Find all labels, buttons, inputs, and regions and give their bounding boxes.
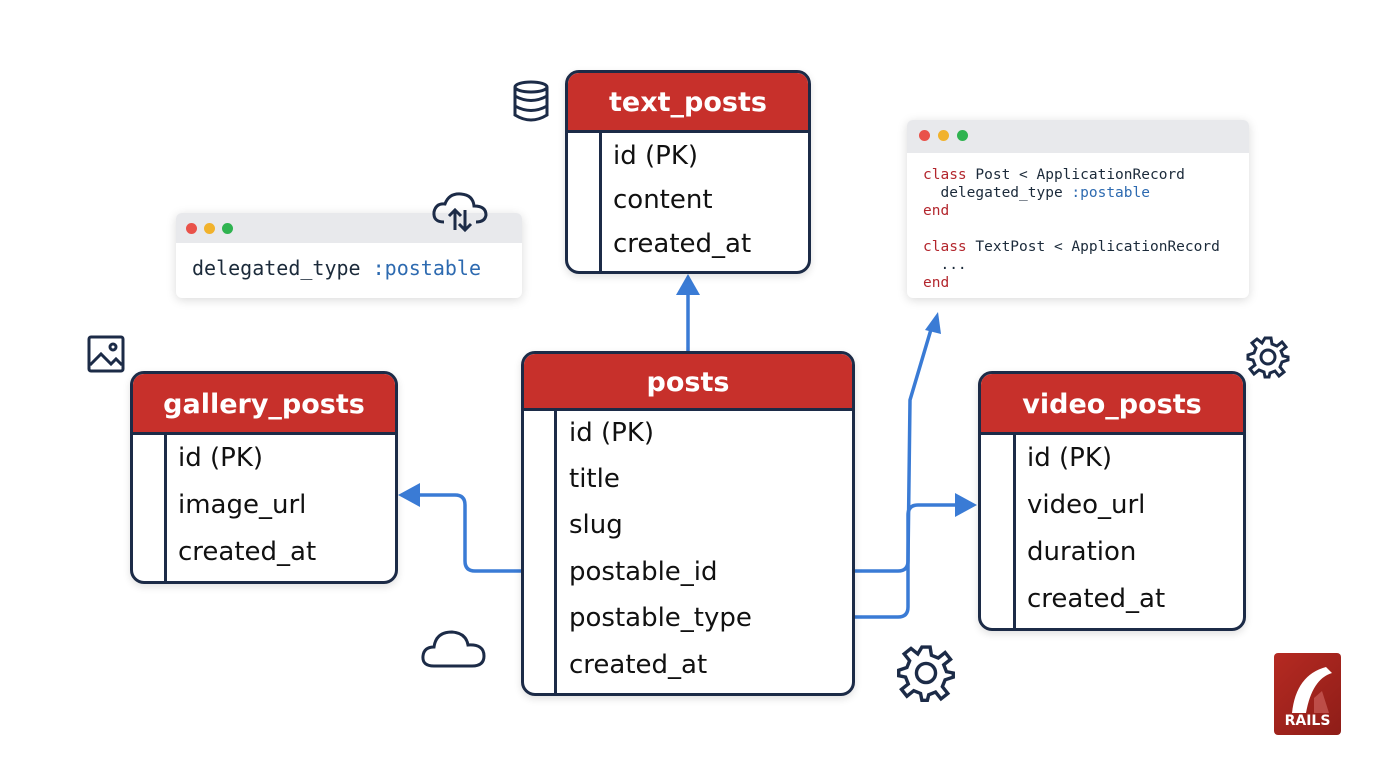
table-title: gallery_posts [133,374,395,435]
column-content: content [613,185,713,215]
arrowhead-gallery-posts [398,483,420,507]
code-block: class Post < ApplicationRecord delegated… [923,167,1220,291]
column-id: id (PK) [178,443,264,473]
gear-icon [1246,336,1290,379]
column-image-url: image_url [178,490,307,520]
table-title: posts [524,354,852,411]
rails-logo-text: RAILS [1284,713,1331,729]
arrowhead-video-posts [955,493,977,517]
column-created-at: created_at [613,229,752,259]
gear-icon [897,645,955,702]
rails-logo: RAILS [1274,653,1341,735]
table-video-posts: video_posts id (PK) video_url duration c… [978,371,1246,631]
column-title: title [569,464,620,494]
code-window: class Post < ApplicationRecord delegated… [907,120,1249,298]
image-icon [87,335,125,373]
column-id: id (PK) [613,141,699,171]
arrowhead-text-posts [676,274,700,295]
column-id: id (PK) [1027,443,1113,473]
table-posts: posts id (PK) title slug postable_id pos… [521,351,855,696]
column-created-at: created_at [1027,584,1166,614]
column-postable-type: postable_type [569,603,752,633]
column-slug: slug [569,510,623,540]
column-created-at: created_at [569,650,708,680]
column-duration: duration [1027,537,1137,567]
database-icon [513,80,549,122]
snippet-code: delegated_type :postable [192,256,481,280]
cloud-icon [421,630,486,668]
column-video-url: video_url [1027,490,1146,520]
column-postable-id: postable_id [569,557,718,587]
column-created-at: created_at [178,537,317,567]
table-title: text_posts [568,73,808,133]
cloud-sync-icon [432,192,488,233]
column-id: id (PK) [569,418,655,448]
table-title: video_posts [981,374,1243,435]
arrowhead-code [925,312,941,334]
table-text-posts: text_posts id (PK) content created_at [565,70,811,274]
table-gallery-posts: gallery_posts id (PK) image_url created_… [130,371,398,584]
